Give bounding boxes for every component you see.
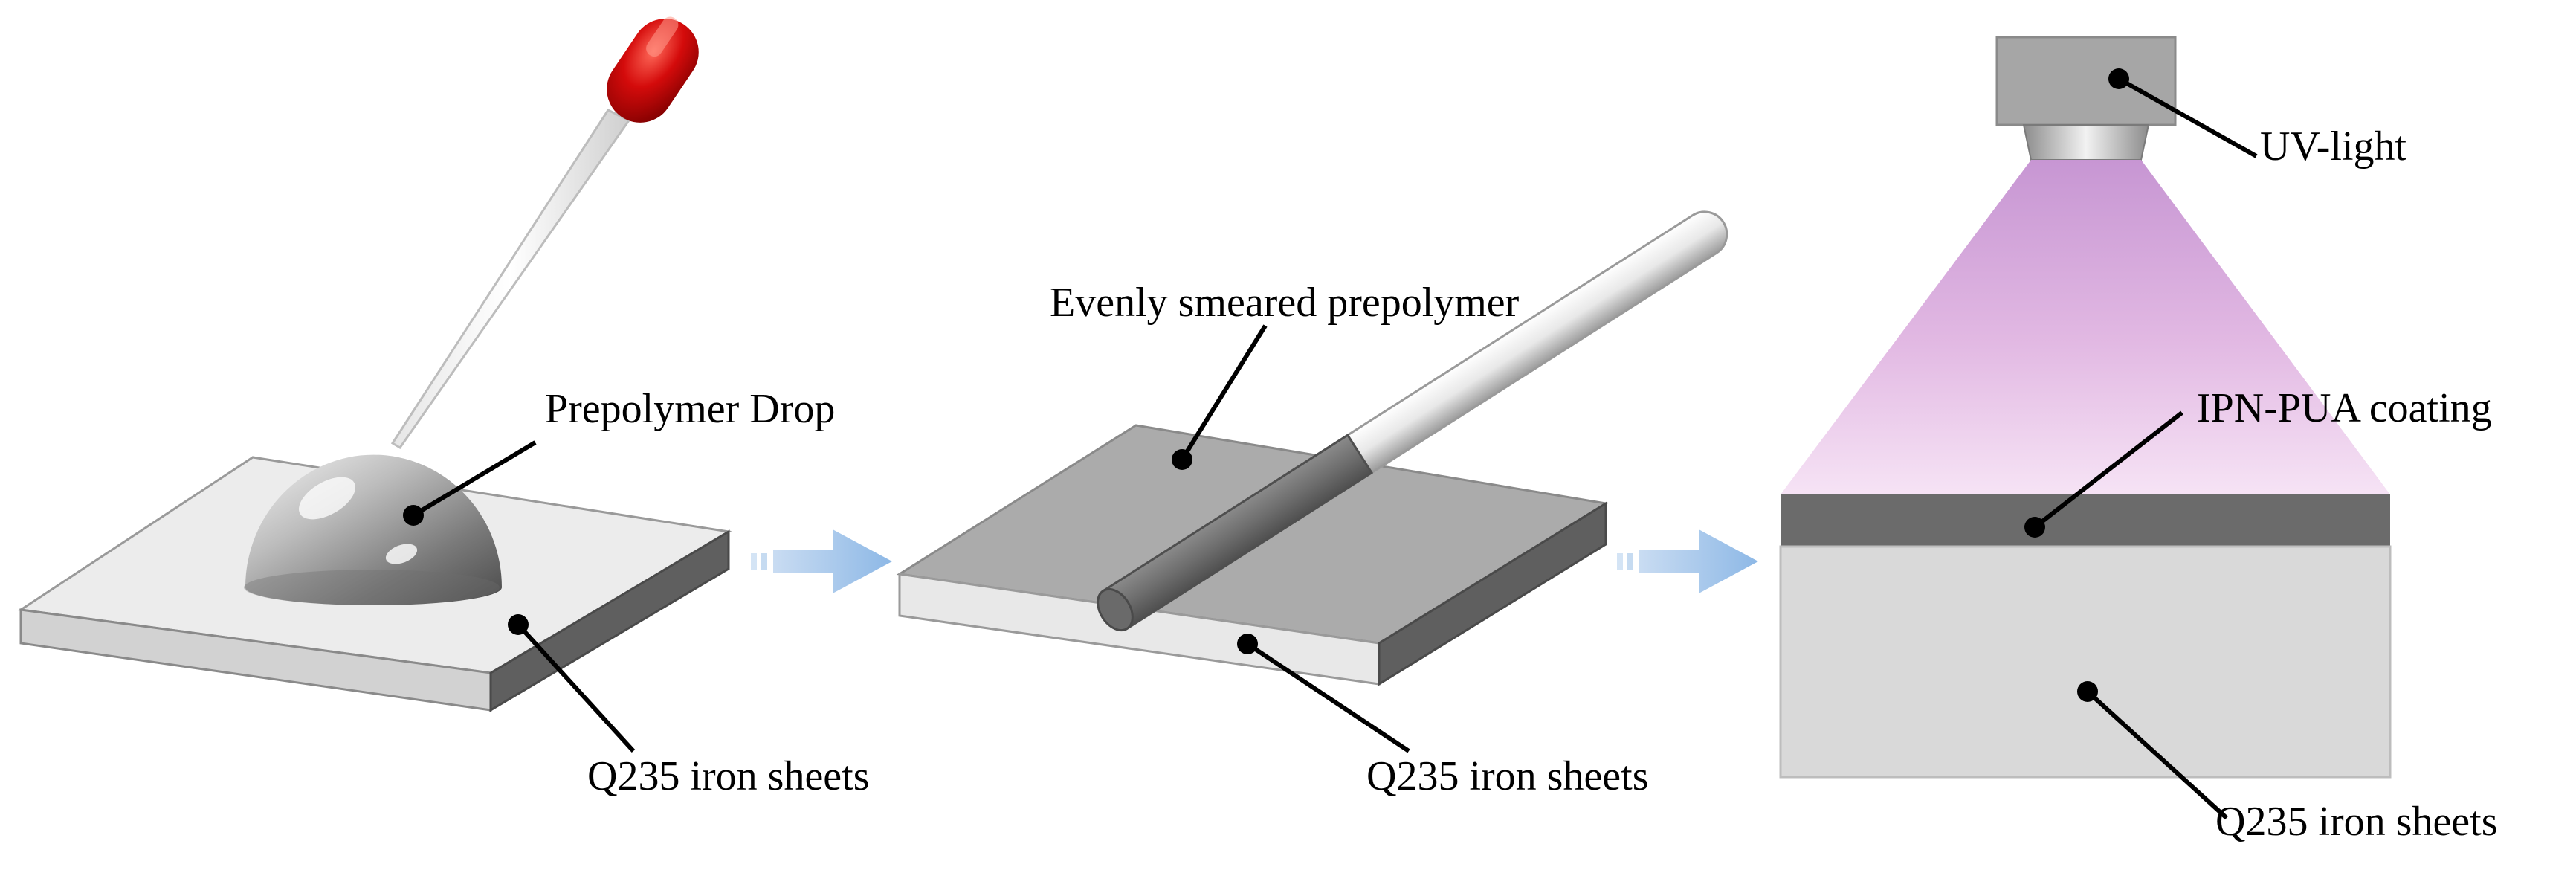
substrate-block [1779,545,2392,779]
arrow-2 [1617,529,1758,593]
prepolymer-drop [244,454,502,606]
glass-rod [1097,210,1728,631]
pipette [390,16,699,450]
step-1-drop: Prepolymer Drop Q235 iron sheets [17,16,870,799]
leader-sheet-2 [1237,634,1410,753]
label-coating: IPN-PUA coating [2197,385,2492,431]
leader-uv-light [2108,68,2258,158]
leader-prepolymer-drop [403,440,537,526]
label-sheet-1: Q235 iron sheets [587,753,870,799]
label-evenly-smeared: Evenly smeared prepolymer [1050,280,1520,326]
step-3-uv-cure: UV-light IPN-PUA coating Q235 iron sheet… [1779,36,2498,845]
leader-coating [2024,410,2183,538]
label-uv-light: UV-light [2260,123,2407,170]
leader-evenly-smeared [1172,324,1268,470]
label-sheet-3: Q235 iron sheets [2215,799,2498,845]
label-prepolymer-drop: Prepolymer Drop [545,386,835,432]
pipette-bulb [607,19,699,123]
leader-sheet-1 [508,614,636,753]
uv-light-cone [1781,160,2390,494]
uv-lamp [1995,36,2177,161]
coating-layer [1781,494,2390,547]
iron-sheet-2 [896,424,1610,686]
arrow-1 [751,529,892,593]
leader-sheet-3 [2077,681,2229,820]
label-sheet-2: Q235 iron sheets [1366,753,1649,799]
step-2-smear: Evenly smeared prepolymer Q235 iron shee… [896,210,1728,799]
